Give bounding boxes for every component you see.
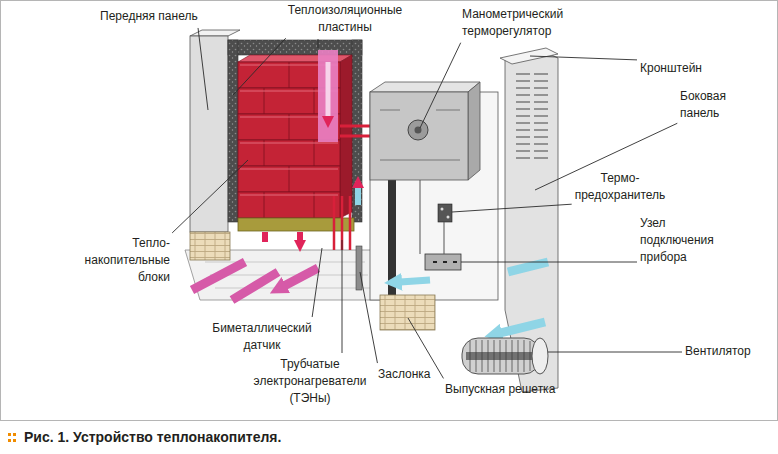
part-label: Заслонка [378, 366, 431, 383]
leader-line [318, 39, 319, 48]
bracket [500, 48, 558, 64]
thermostat-side [468, 82, 480, 180]
part-label: Узел подключения прибора [640, 215, 714, 266]
bullet-dot [8, 433, 11, 436]
part-label: Вентилятор [685, 343, 751, 360]
side-vents [516, 74, 548, 158]
leader-line [342, 240, 343, 353]
leader-line [452, 204, 572, 212]
bullet-dot [13, 433, 16, 436]
insulation-left [228, 40, 238, 222]
part-label: Термо- предохранитель [575, 170, 666, 204]
outlet-grill [380, 295, 435, 330]
fuse-dot [441, 208, 444, 211]
leader-line [233, 38, 286, 95]
leader-line [198, 28, 208, 110]
leader-line [548, 352, 682, 353]
thermal-fuse [438, 204, 452, 222]
block-row [238, 140, 340, 166]
part-label: Выпускная решетка [445, 381, 555, 398]
hot-air-channel [318, 50, 338, 142]
leader-line [360, 272, 377, 363]
fuse-dot [447, 216, 450, 219]
down-arrow [326, 62, 331, 118]
cool-air-arrows [500, 262, 548, 333]
front-panel [190, 36, 228, 232]
terminal-block [425, 254, 461, 270]
leader-line [530, 56, 637, 60]
front-grill [190, 232, 230, 260]
caption-bullets [8, 433, 16, 442]
part-label: Кронштейн [640, 60, 702, 77]
fan-end [532, 338, 548, 374]
insulation-top [228, 40, 362, 55]
leader-line [172, 160, 248, 233]
hot-flow-arrows [265, 232, 300, 242]
wiring [420, 180, 444, 254]
part-label: Тепло- накопительные блоки [85, 235, 170, 286]
fan-core [466, 352, 534, 360]
part-label: Боковая панель [680, 88, 726, 122]
figure-caption: Рис. 1. Устройство теплонакопителя. [24, 428, 281, 446]
cool-flow-arrow [355, 186, 361, 205]
part-label: Биметаллический датчик [212, 320, 311, 354]
capillary-tubes [340, 126, 372, 136]
part-label: Передняя панель [100, 8, 198, 25]
leader-line [312, 248, 322, 317]
thermostat-top [370, 82, 480, 92]
terminal-screws [433, 261, 457, 263]
inner-wall [388, 180, 396, 298]
flap [356, 246, 362, 290]
part-label: Теплоизоляционные пластины [288, 2, 402, 36]
fan-body [462, 338, 540, 374]
leader-line [420, 43, 461, 128]
part-label: Манометрический терморегулятор [462, 6, 563, 40]
thermostat-box [370, 92, 468, 180]
part-label: Трубчатые электронагреватели (ТЭНы) [254, 356, 367, 407]
thermostat-dial [408, 120, 428, 140]
front-panel-top [190, 30, 240, 36]
insulation-right [352, 40, 362, 222]
cool-air-arrow [400, 280, 430, 282]
bullet-dot [8, 439, 11, 442]
figure-frame [1, 1, 778, 421]
bullet-dot [13, 439, 16, 442]
block-base [238, 218, 354, 231]
warm-air-arrows [192, 262, 318, 300]
block-row [238, 192, 340, 218]
leader-line [461, 262, 637, 263]
thermostat-details [380, 110, 460, 160]
